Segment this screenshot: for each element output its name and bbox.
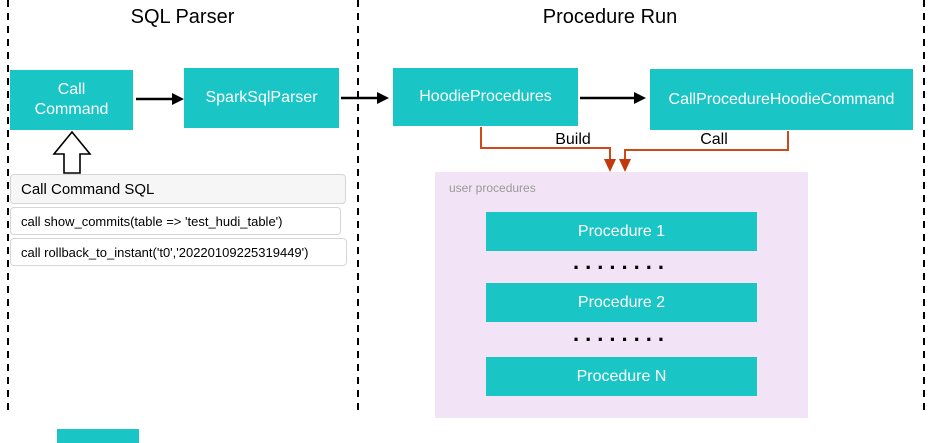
ellipsis-dots: ........ [573, 321, 670, 346]
arrow-hoodieprocedures-to-callprocedure [580, 92, 646, 104]
call-command-node: Call Command [10, 70, 133, 130]
sql-example-row: call show_commits(table => 'test_hudi_ta… [10, 207, 341, 235]
call-procedure-hoodie-command-node: CallProcedureHoodieCommand [650, 69, 913, 130]
middle-dashed-border [357, 0, 359, 415]
sql-example-row: call rollback_to_instant('t0','202201092… [10, 238, 347, 266]
hollow-up-arrow [52, 130, 92, 174]
call-command-sql-header: Call Command SQL [10, 174, 346, 204]
arrow-sparksqlparser-to-hoodieprocedures [341, 92, 389, 104]
sql-parser-section-title: SQL Parser [130, 6, 235, 28]
procedure-run-section-title: Procedure Run [542, 6, 678, 28]
procedure-n-node: Procedure N [486, 357, 757, 396]
procedure-1-node: Procedure 1 [486, 212, 757, 251]
procedure-2-node: Procedure 2 [486, 283, 757, 322]
build-edge-label: Build [555, 131, 591, 148]
arrow-callcommand-to-sparksqlparser [136, 93, 184, 105]
right-dashed-border [923, 0, 925, 415]
cropped-teal-node [57, 429, 139, 443]
spark-sql-parser-node: SparkSqlParser [184, 68, 339, 128]
hoodie-procedures-node: HoodieProcedures [393, 68, 578, 126]
left-dashed-border [7, 0, 9, 414]
ellipsis-dots: ........ [573, 249, 670, 274]
user-procedures-panel-label: user procedures [449, 181, 536, 195]
call-edge-label: Call [700, 131, 728, 148]
